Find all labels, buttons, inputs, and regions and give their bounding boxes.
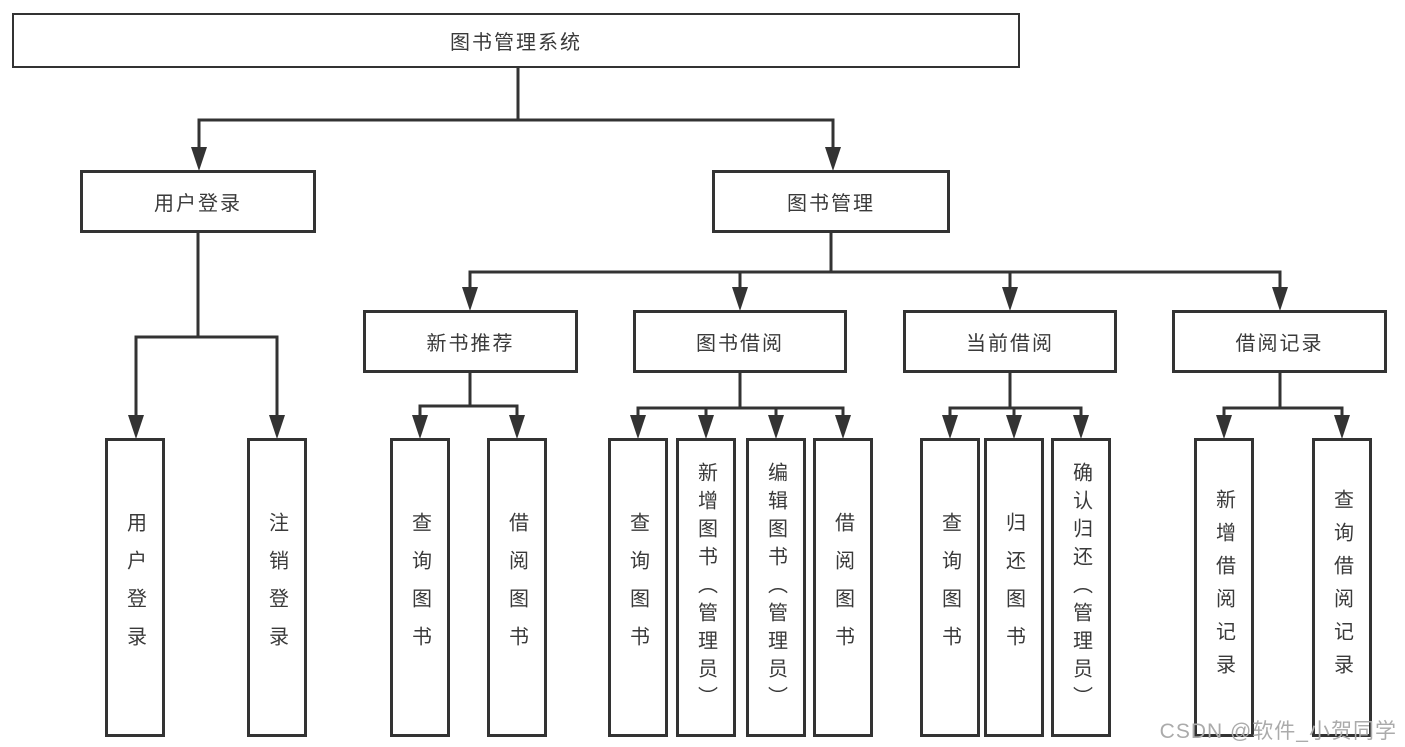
node-book-management: 图书管理 xyxy=(712,170,950,233)
node-leaf-user-login: 用户登录 xyxy=(105,438,165,737)
node-book-borrow: 图书借阅 xyxy=(633,310,847,373)
edge-book-borrow-to-leaves xyxy=(630,373,851,439)
leaf-label: 借阅图书 xyxy=(831,511,854,664)
leaf-label: 查询图书 xyxy=(938,511,961,664)
edge-borrow-records-to-leaves xyxy=(1216,373,1350,439)
node-borrow-add-books-admin: 新增图书（管理员） xyxy=(676,438,736,737)
leaf-label: 用户登录 xyxy=(123,511,146,664)
node-borrow-query-books: 查询图书 xyxy=(608,438,668,737)
leaf-label: 确认归还（管理员） xyxy=(1069,461,1092,714)
node-records-add-record: 新增借阅记录 xyxy=(1194,438,1254,737)
leaf-label: 查询图书 xyxy=(408,511,431,664)
node-records-query-record: 查询借阅记录 xyxy=(1312,438,1372,737)
node-current-confirm-return-admin: 确认归还（管理员） xyxy=(1051,438,1111,737)
node-root: 图书管理系统 xyxy=(12,13,1020,68)
node-new-book-recommend: 新书推荐 xyxy=(363,310,578,373)
leaf-label: 归还图书 xyxy=(1002,511,1025,664)
edge-root-to-level2 xyxy=(191,66,841,171)
leaf-label: 借阅图书 xyxy=(505,511,528,664)
node-user-login: 用户登录 xyxy=(80,170,316,233)
leaf-label: 查询图书 xyxy=(626,511,649,664)
node-recommend-query-books: 查询图书 xyxy=(390,438,450,737)
node-borrow-edit-books-admin: 编辑图书（管理员） xyxy=(746,438,806,737)
node-current-return-books: 归还图书 xyxy=(984,438,1044,737)
node-current-borrow: 当前借阅 xyxy=(903,310,1117,373)
edge-user-login-to-leaves xyxy=(128,233,285,439)
node-current-query-books: 查询图书 xyxy=(920,438,980,737)
leaf-label: 新增图书（管理员） xyxy=(694,461,717,714)
edge-new-book-recommend-to-leaves xyxy=(412,373,525,439)
leaf-label: 注销登录 xyxy=(265,511,288,664)
leaf-label: 新增借阅记录 xyxy=(1212,488,1235,687)
csdn-watermark: CSDN @软件_小贺同学 xyxy=(1159,720,1397,743)
edge-current-borrow-to-leaves xyxy=(942,373,1089,439)
node-leaf-logout: 注销登录 xyxy=(247,438,307,737)
node-recommend-borrow-books: 借阅图书 xyxy=(487,438,547,737)
node-borrow-borrow-books: 借阅图书 xyxy=(813,438,873,737)
leaf-label: 编辑图书（管理员） xyxy=(764,461,787,714)
node-borrow-records: 借阅记录 xyxy=(1172,310,1387,373)
edge-book-management-to-sections xyxy=(462,233,1288,311)
leaf-label: 查询借阅记录 xyxy=(1330,488,1353,687)
